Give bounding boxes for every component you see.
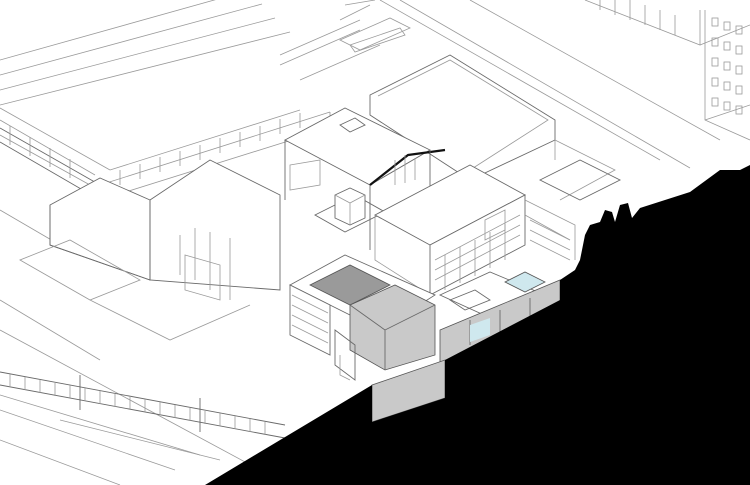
section-cut-ground-mass <box>205 165 750 485</box>
main-house-east-wing <box>374 159 622 296</box>
main-house-tower <box>284 107 446 250</box>
pitched-roof-house-left <box>19 159 281 341</box>
neighbouring-grid-block <box>584 0 750 141</box>
roof-opening-shadow <box>309 264 391 306</box>
courtyard-pool <box>438 271 561 366</box>
street-fence <box>0 371 286 439</box>
neighbouring-terrace-block <box>0 0 411 201</box>
front-podium-cut <box>289 254 436 381</box>
cut-room-grey <box>349 284 436 371</box>
basement-light-well <box>470 318 490 342</box>
pool-water <box>504 271 546 293</box>
